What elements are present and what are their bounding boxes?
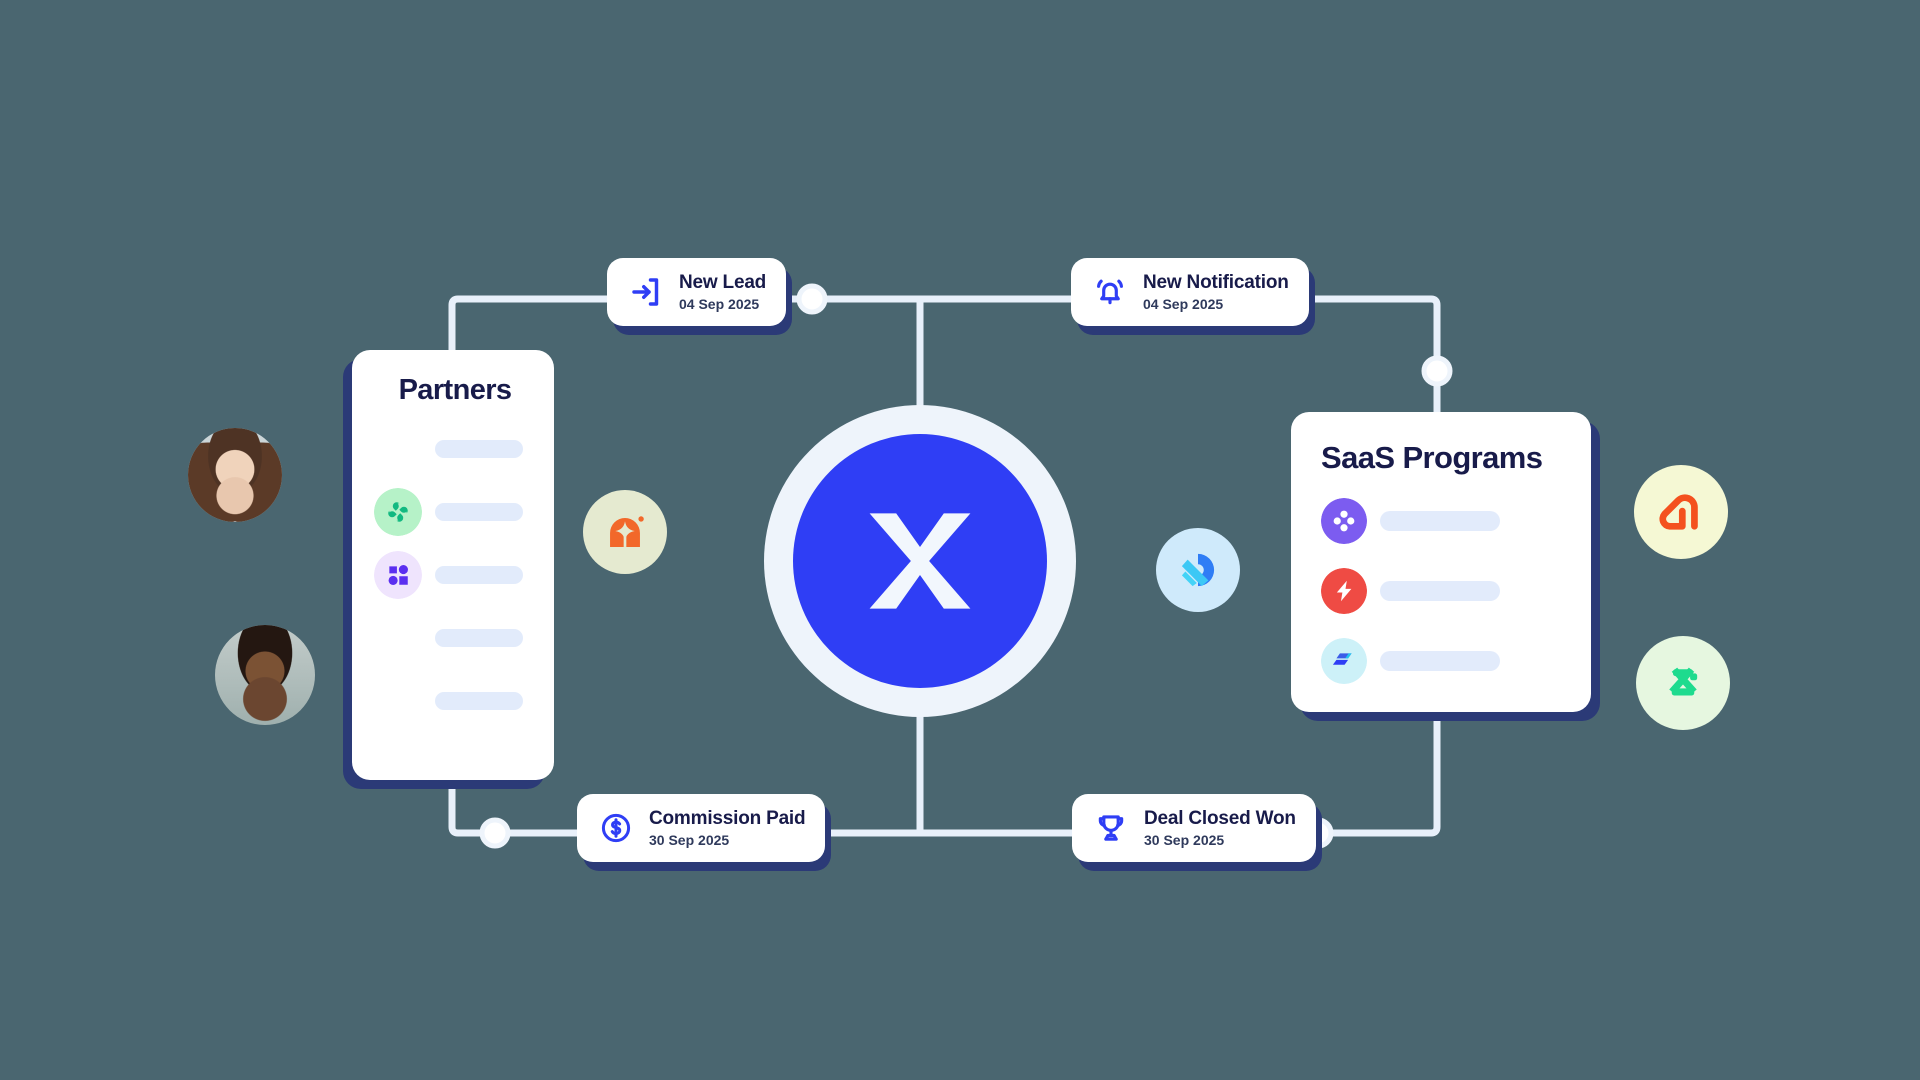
program-placeholder-bar [1380, 511, 1500, 531]
hub-halo [764, 405, 1076, 717]
layers-logo-blue [1321, 638, 1367, 684]
list-item[interactable] [374, 425, 536, 473]
photo-avatar-woman-dark-hair [374, 614, 422, 662]
monogram-a-logo-orange[interactable] [1634, 465, 1728, 559]
list-item[interactable] [1321, 568, 1565, 614]
event-title: New Notification [1143, 272, 1289, 293]
partners-list [374, 425, 536, 725]
photo-avatar-woman-long-hair[interactable] [188, 428, 282, 522]
photo-avatar-man-smiling[interactable] [215, 625, 315, 725]
list-item[interactable] [1321, 638, 1565, 684]
node-top-right [1421, 355, 1453, 387]
event-text: New Notification 04 Sep 2025 [1143, 272, 1289, 312]
saas-programs-list [1321, 498, 1565, 684]
photo-avatar-woman-short-hair [374, 677, 422, 725]
program-placeholder-bar [1380, 581, 1500, 601]
event-text: New Lead 04 Sep 2025 [679, 272, 766, 312]
event-date: 04 Sep 2025 [679, 296, 760, 312]
event-card-new-lead[interactable]: New Lead 04 Sep 2025 [607, 258, 787, 326]
list-item[interactable] [374, 614, 536, 662]
panel-saas-programs[interactable]: SaaS Programs [1291, 412, 1591, 712]
wire-partners-to-newlead [448, 295, 611, 434]
dollar-circle-icon [597, 809, 635, 847]
name-placeholder-bar [435, 629, 523, 647]
name-placeholder-bar [435, 692, 523, 710]
clover-logo-green [374, 488, 422, 536]
list-item[interactable] [374, 488, 536, 536]
event-date: 30 Sep 2025 [1144, 832, 1225, 848]
event-title: Commission Paid [649, 808, 806, 829]
list-item[interactable] [374, 551, 536, 599]
panel-title-partners: Partners [398, 374, 512, 406]
event-card-deal-closed-won[interactable]: Deal Closed Won 30 Sep 2025 [1072, 794, 1316, 862]
list-item[interactable] [1321, 498, 1565, 544]
panel-title-saas-programs: SaaS Programs [1321, 440, 1543, 475]
name-placeholder-bar [435, 566, 523, 584]
panel-partners[interactable]: Partners [352, 350, 554, 780]
event-card-commission-paid[interactable]: Commission Paid 30 Sep 2025 [577, 794, 826, 862]
node-bottom-left [479, 817, 511, 849]
clover-logo-purple [1321, 498, 1367, 544]
list-item[interactable] [374, 677, 536, 725]
arch-sparkle-logo-orange[interactable] [583, 490, 667, 574]
swoosh-logo-blue[interactable] [1156, 528, 1240, 612]
wire-saas-to-dealclosed [1243, 696, 1441, 837]
event-title: New Lead [679, 272, 767, 293]
node-top-center-left [796, 283, 828, 315]
event-title: Deal Closed Won [1144, 808, 1296, 829]
trophy-icon [1092, 809, 1130, 847]
name-placeholder-bar [435, 503, 523, 521]
photo-avatar-man-glasses [374, 425, 422, 473]
crossed-bars-logo-green[interactable] [1636, 636, 1730, 730]
login-arrow-icon [627, 273, 665, 311]
event-text: Deal Closed Won 30 Sep 2025 [1144, 808, 1296, 848]
lightning-logo-red [1321, 568, 1367, 614]
blocks-logo-purple [374, 551, 422, 599]
wire-commission-to-partners [448, 696, 581, 837]
event-card-new-notification[interactable]: New Notification 04 Sep 2025 [1071, 258, 1309, 326]
program-placeholder-bar [1380, 651, 1500, 671]
bell-icon [1091, 273, 1129, 311]
event-date: 30 Sep 2025 [649, 832, 730, 848]
hub-logo[interactable] [793, 434, 1047, 688]
wire-notification-to-saas [1243, 295, 1441, 434]
event-text: Commission Paid 30 Sep 2025 [649, 808, 806, 848]
x-letter-icon [869, 513, 971, 609]
name-placeholder-bar [435, 440, 523, 458]
event-date: 04 Sep 2025 [1143, 296, 1224, 312]
